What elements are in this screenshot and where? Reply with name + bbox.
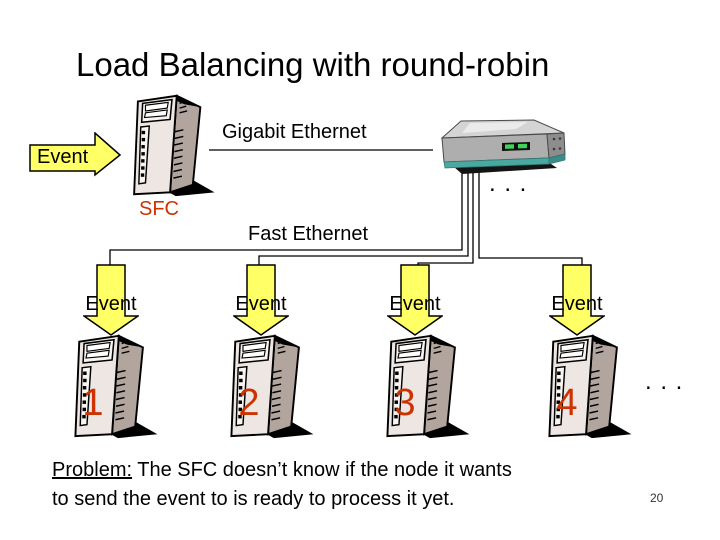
slide-title: Load Balancing with round-robin: [76, 46, 550, 83]
node-3-event-label: Event: [389, 293, 441, 315]
node-4-event-label: Event: [551, 293, 603, 315]
event-right-arrow-icon: [29, 132, 122, 177]
sfc-label: SFC: [139, 198, 179, 220]
fast-link-line-2: [258, 170, 469, 265]
page-number: 20: [650, 491, 664, 505]
input-event-label: Event: [37, 146, 89, 168]
node-2-event-label: Event: [235, 293, 287, 315]
fast-ethernet-label: Fast Ethernet: [248, 223, 369, 245]
node-1-number: 1: [82, 382, 104, 424]
fast-link-line-1: [109, 170, 463, 265]
node-4-number: 4: [556, 382, 578, 424]
node-3-number: 3: [394, 382, 416, 424]
node-2-number: 2: [238, 382, 260, 424]
fast-link-line-3: [417, 170, 474, 265]
node-1-event-label: Event: [85, 293, 137, 315]
more-nodes-ellipsis: . . .: [645, 368, 684, 395]
fast-link-line-4: [478, 170, 583, 265]
problem-text: Problem: The SFC doesn’t know if the nod…: [52, 456, 532, 513]
problem-body: The SFC doesn’t know if the node it want…: [52, 459, 512, 510]
problem-label: Problem:: [52, 459, 133, 481]
switch-more-ports-ellipsis: . . .: [489, 170, 528, 197]
sfc-tower-icon: [124, 92, 219, 198]
ethernet-switch-icon: [428, 118, 570, 176]
gigabit-ethernet-label: Gigabit Ethernet: [222, 121, 367, 143]
